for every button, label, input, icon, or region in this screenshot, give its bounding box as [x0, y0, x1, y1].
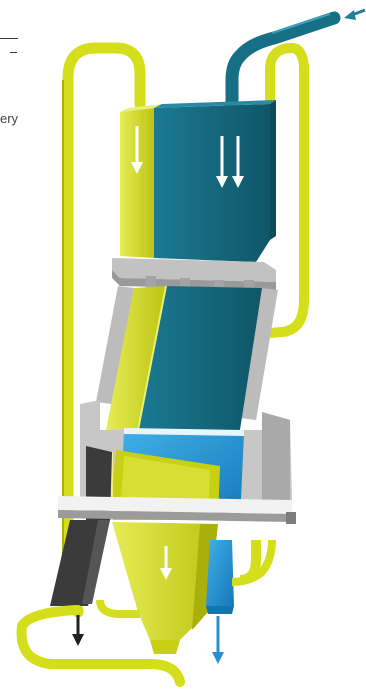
arrow-down-icon	[72, 614, 84, 646]
caption-fragment: ery	[0, 111, 18, 126]
teal-top-block-side	[270, 100, 276, 240]
caption-line	[0, 38, 18, 39]
lime-hopper-outlet	[150, 640, 180, 654]
lower-housing-side	[262, 412, 290, 500]
caption-tick	[10, 52, 17, 53]
bottom-loop-connector	[100, 600, 140, 614]
blue-chute-mouth	[206, 606, 234, 614]
bottom-frame-foot	[286, 512, 296, 524]
teal-top-block	[154, 104, 270, 262]
teal-inlet-duct	[232, 18, 334, 112]
arrow-down-icon	[212, 616, 224, 664]
blue-chute	[206, 540, 234, 606]
arrow-left-icon	[344, 10, 365, 20]
